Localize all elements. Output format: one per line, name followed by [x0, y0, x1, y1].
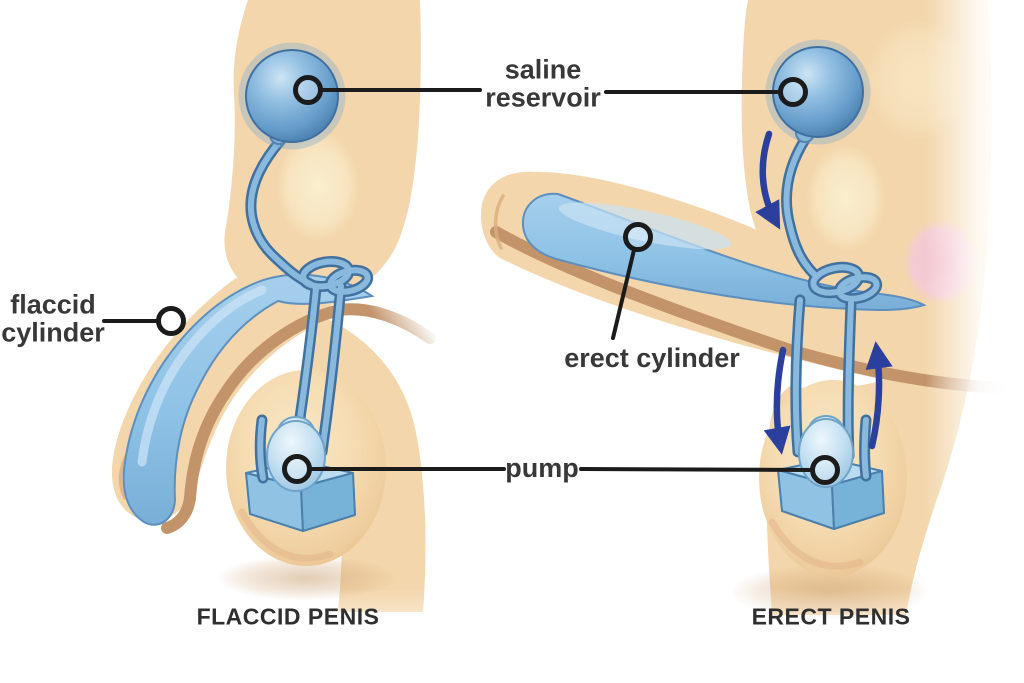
marker-reservoir-right [778, 77, 808, 107]
erect-tubing [781, 132, 883, 482]
flaccid-reservoir [245, 49, 339, 143]
fade-right-edge [925, 0, 1024, 683]
leader-pump-right [579, 467, 814, 472]
flaccid-urethra [161, 303, 436, 534]
bladder-highlight-right [806, 144, 886, 252]
flaccid-figure [111, 0, 436, 612]
scrotum-shade-line-right [768, 518, 864, 570]
marker-flaccid-cylinder [156, 306, 186, 336]
marker-pump-right [810, 455, 840, 485]
flow-arrow-down-reservoir [755, 130, 781, 230]
saline-flow-arrows [755, 130, 893, 455]
leader-lines [102, 88, 814, 472]
marker-erect-cylinder [623, 222, 653, 252]
fade-bottom-edge [0, 588, 1024, 683]
flaccid-cylinder-shape [122, 273, 375, 526]
flaccid-cylinder-highlight [137, 285, 267, 467]
erect-cylinder-label: erect cylinder [564, 343, 740, 374]
flow-arrow-up-scrotum [865, 341, 893, 450]
caption-flaccid-penis: FLACCID PENIS [196, 603, 380, 630]
caption-erect-penis: ERECT PENIS [751, 603, 911, 630]
flow-arrow-down-scrotum [763, 346, 791, 455]
bladder-highlight [276, 130, 360, 242]
scrotum-shade-line [238, 508, 334, 562]
saline-reservoir-label: saline reservoir [485, 54, 601, 112]
marker-reservoir-left [293, 75, 323, 105]
glans-fold [493, 194, 505, 250]
pump-label: pump [505, 453, 579, 484]
leader-erect-cylinder [611, 248, 636, 340]
marker-pump-left [282, 454, 312, 484]
flaccid-cylinder-label: flaccid cylinder [1, 289, 105, 347]
callout-markers [156, 75, 840, 485]
reservoir-glow [238, 42, 346, 150]
